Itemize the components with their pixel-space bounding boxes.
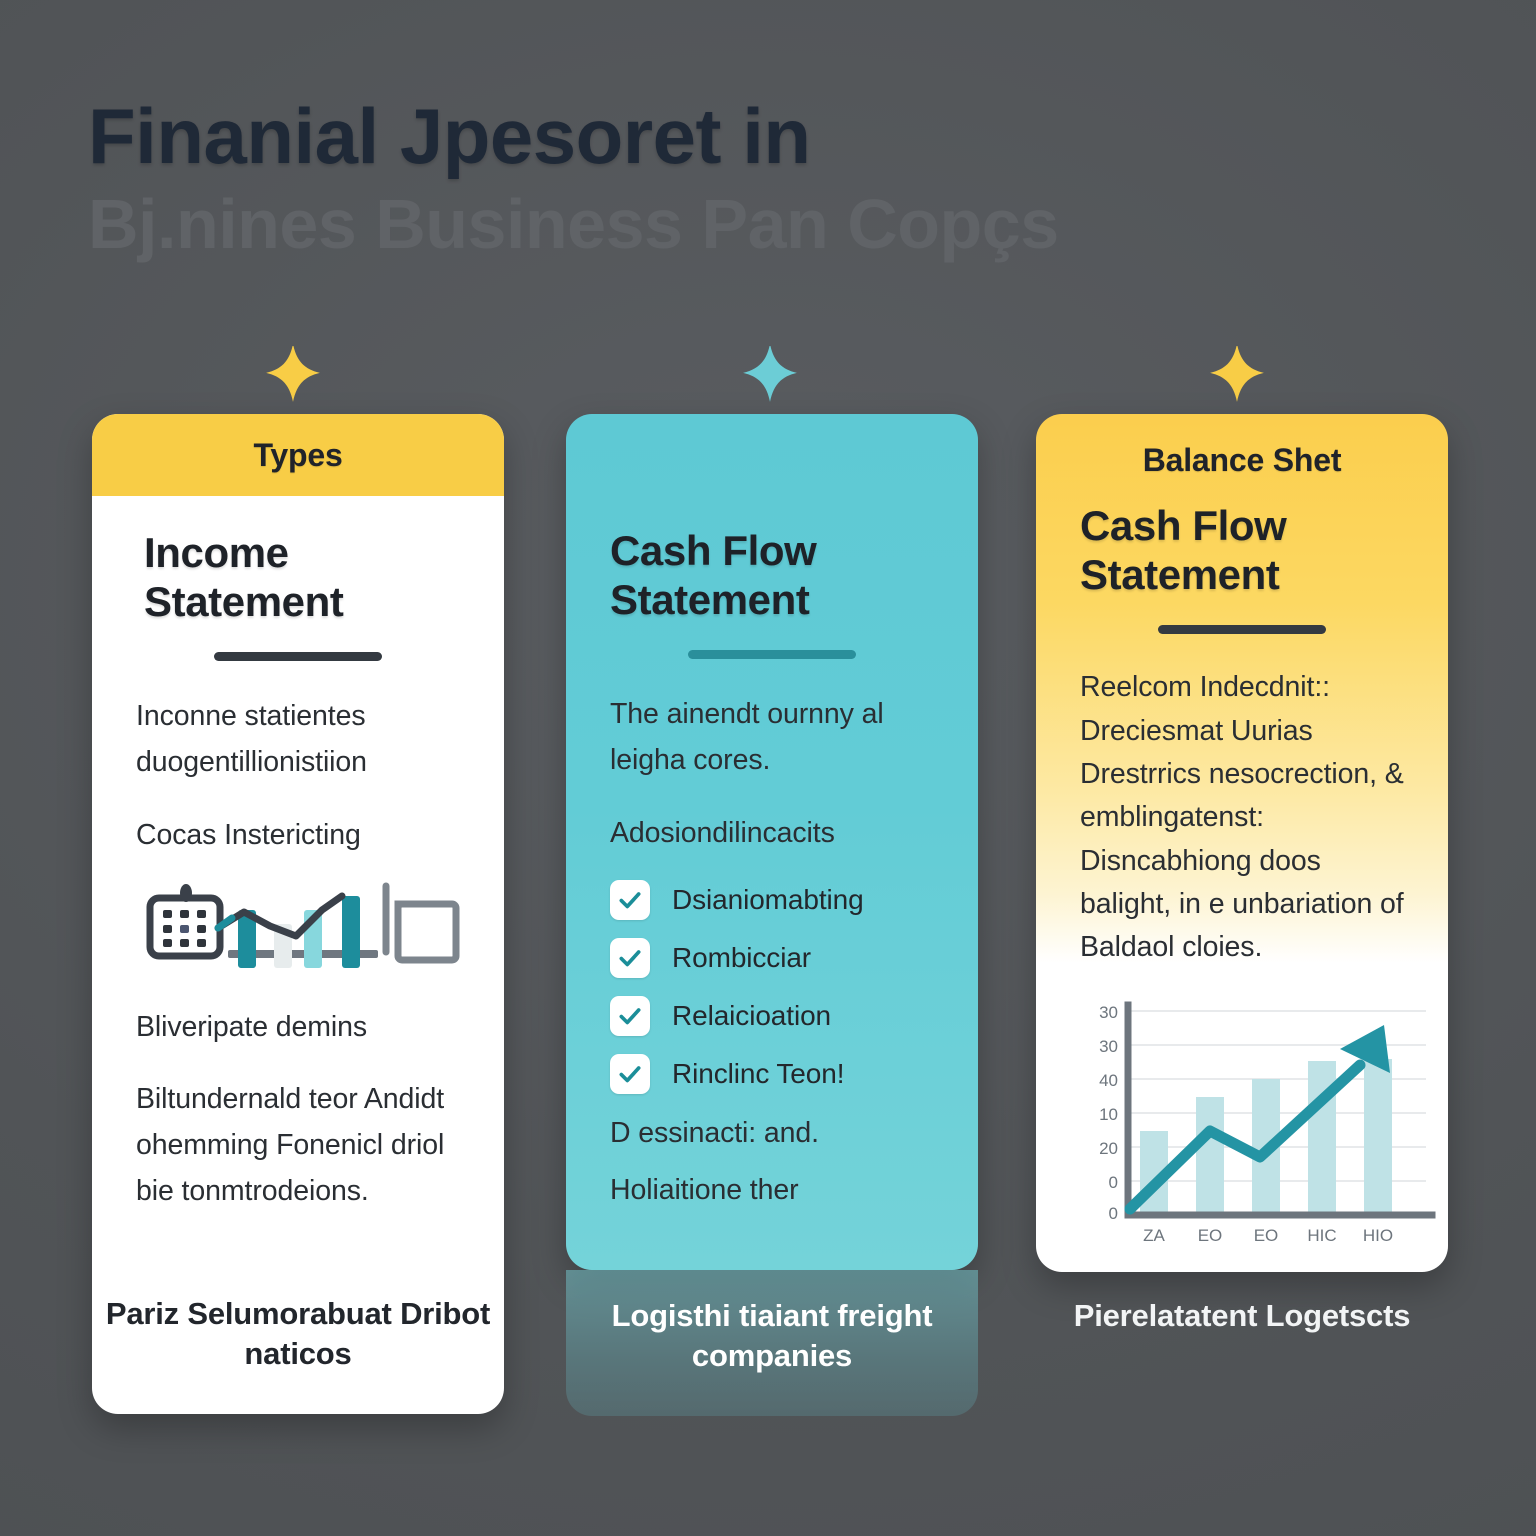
card-paragraph: The ainendt ournny al leigha cores. [610, 698, 884, 777]
card-paragraph: Holiaitione ther [610, 1174, 799, 1207]
diamond-marker-icon-1 [265, 346, 321, 402]
check-icon[interactable] [610, 995, 650, 1036]
card-paragraph: Bliveripate demins [136, 1010, 368, 1043]
check-icon[interactable] [610, 879, 650, 920]
title-divider [688, 650, 856, 660]
diamond-marker-icon-3 [1209, 346, 1265, 402]
svg-text:40: 40 [1099, 1071, 1118, 1090]
list-item[interactable]: Relaicioation [610, 995, 934, 1036]
list-item-label: Rombicciar [672, 941, 812, 973]
card-banner-types: Types [92, 414, 504, 496]
svg-text:HIC: HIC [1307, 1226, 1336, 1245]
check-icon[interactable] [610, 1053, 650, 1094]
list-item-label: Rinclinc Teon! [672, 1057, 845, 1089]
title-secondary-line: Bj.nines Business Pan Copçs [88, 184, 1059, 263]
growth-bar-chart: 30 30 40 10 20 0 0 ZA EO EO [1074, 979, 1446, 1257]
svg-text:20: 20 [1099, 1139, 1118, 1158]
svg-text:0: 0 [1109, 1173, 1118, 1192]
title-primary-line: Finanial Jpesoret in [88, 92, 811, 180]
title-divider [214, 652, 382, 662]
list-item[interactable]: Rombicciar [610, 937, 934, 978]
card-paragraph: Inconne statientes duogentillionistiion [136, 700, 367, 779]
title-divider [1158, 625, 1326, 635]
banner-label: Types [253, 436, 343, 473]
list-item-label: Dsianiomabting [672, 883, 864, 915]
card-paragraph: Adosiondilincacits [610, 816, 835, 849]
card-cash-flow-footer-panel [566, 1270, 978, 1416]
card-paragraph: Reelcom Indecdnit:: Dreciesmat Uurias Dr… [1080, 671, 1404, 964]
calculator-bar-chart-clipboard-icon [146, 880, 476, 972]
svg-text:ZA: ZA [1143, 1226, 1165, 1245]
svg-text:30: 30 [1099, 1037, 1118, 1056]
banner-label: Balance Shet [1142, 442, 1342, 478]
svg-text:HIO: HIO [1363, 1226, 1393, 1245]
page-title: Finanial Jpesoret in Bj.nines Business P… [88, 92, 1448, 263]
svg-text:EO: EO [1254, 1226, 1279, 1245]
card-paragraph: Biltundernald teor Andidt ohemming Fonen… [136, 1082, 445, 1208]
svg-text:30: 30 [1099, 1003, 1118, 1022]
list-item-label: Relaicioation [672, 999, 832, 1031]
card-caption-balance-sheet: Pierelatatent Logetscts [1073, 1298, 1411, 1333]
svg-text:10: 10 [1099, 1105, 1118, 1124]
diamond-marker-icon-2 [742, 346, 798, 402]
checklist: Dsianiomabting Rombicciar Relaicioation [610, 879, 934, 1094]
svg-text:EO: EO [1198, 1226, 1223, 1245]
list-item[interactable]: Rinclinc Teon! [610, 1053, 934, 1094]
card-paragraph: Cocas Instericting [136, 818, 361, 851]
check-icon[interactable] [610, 937, 650, 978]
card-paragraph: D essinacti: and. [610, 1116, 819, 1149]
card-caption-cash-flow: Logisthi tiaiant freight companies [611, 1298, 933, 1374]
card-caption-income: Pariz Selumorabuat Dribot naticos [105, 1296, 491, 1372]
svg-text:0: 0 [1109, 1204, 1118, 1223]
list-item[interactable]: Dsianiomabting [610, 879, 934, 920]
